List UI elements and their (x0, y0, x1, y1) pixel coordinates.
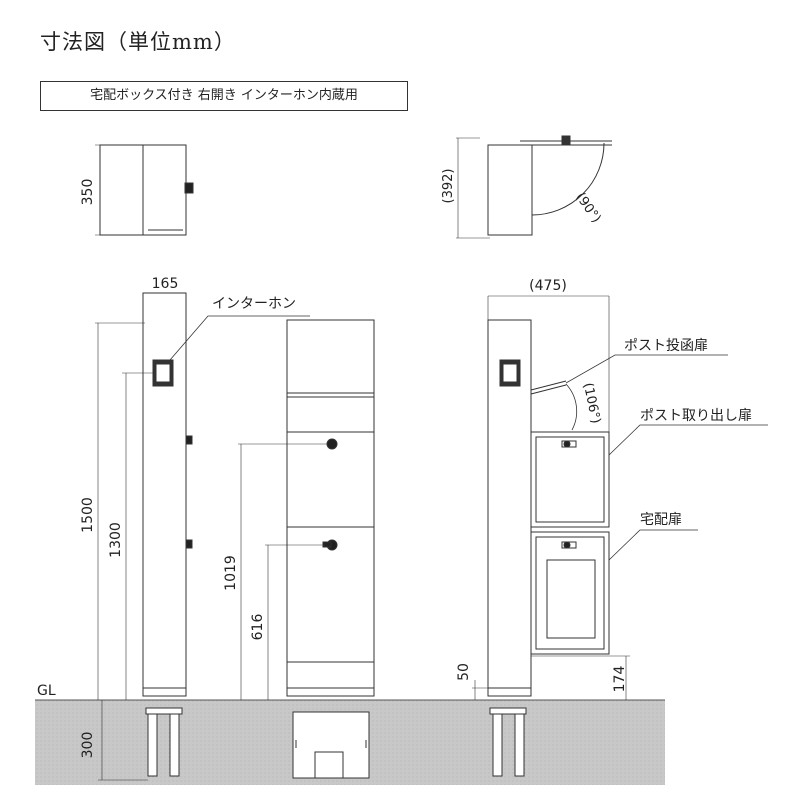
dim-width: 165 (152, 276, 179, 292)
page-title: 寸法図（単位mm） (40, 30, 236, 54)
label-post-takeout-door: ポスト取り出し扉 (640, 408, 752, 424)
label-ground-level: GL (37, 683, 56, 699)
dim-open-angle: (90°) (572, 190, 603, 226)
dim-embed-depth: 300 (80, 732, 96, 759)
dim-lower-height: 616 (250, 614, 266, 641)
dim-flap-angle: (106°) (580, 381, 603, 425)
top-view-closed (95, 144, 194, 236)
label-post-slot-door: ポスト投函扉 (624, 338, 708, 354)
dim-top-depth: 350 (80, 179, 96, 206)
side-view (95, 292, 310, 781)
side-open-view (472, 295, 768, 777)
label-delivery-door: 宅配扉 (640, 512, 682, 528)
top-view-open (456, 135, 612, 239)
dim-open-width: (475) (529, 278, 567, 294)
front-view (238, 319, 375, 779)
dim-top-open-depth: (392) (441, 169, 456, 204)
dim-height: 1500 (80, 497, 96, 533)
label-intercom: インターホン (212, 296, 296, 312)
model-description-box: 宅配ボックス付き 右開き インターホン内蔵用 (40, 81, 408, 111)
dim-base-height: 50 (456, 663, 472, 681)
dim-door-bottom-height: 174 (612, 666, 628, 693)
dim-intercom-height: 1300 (108, 522, 124, 558)
dim-upper-height: 1019 (223, 555, 239, 591)
